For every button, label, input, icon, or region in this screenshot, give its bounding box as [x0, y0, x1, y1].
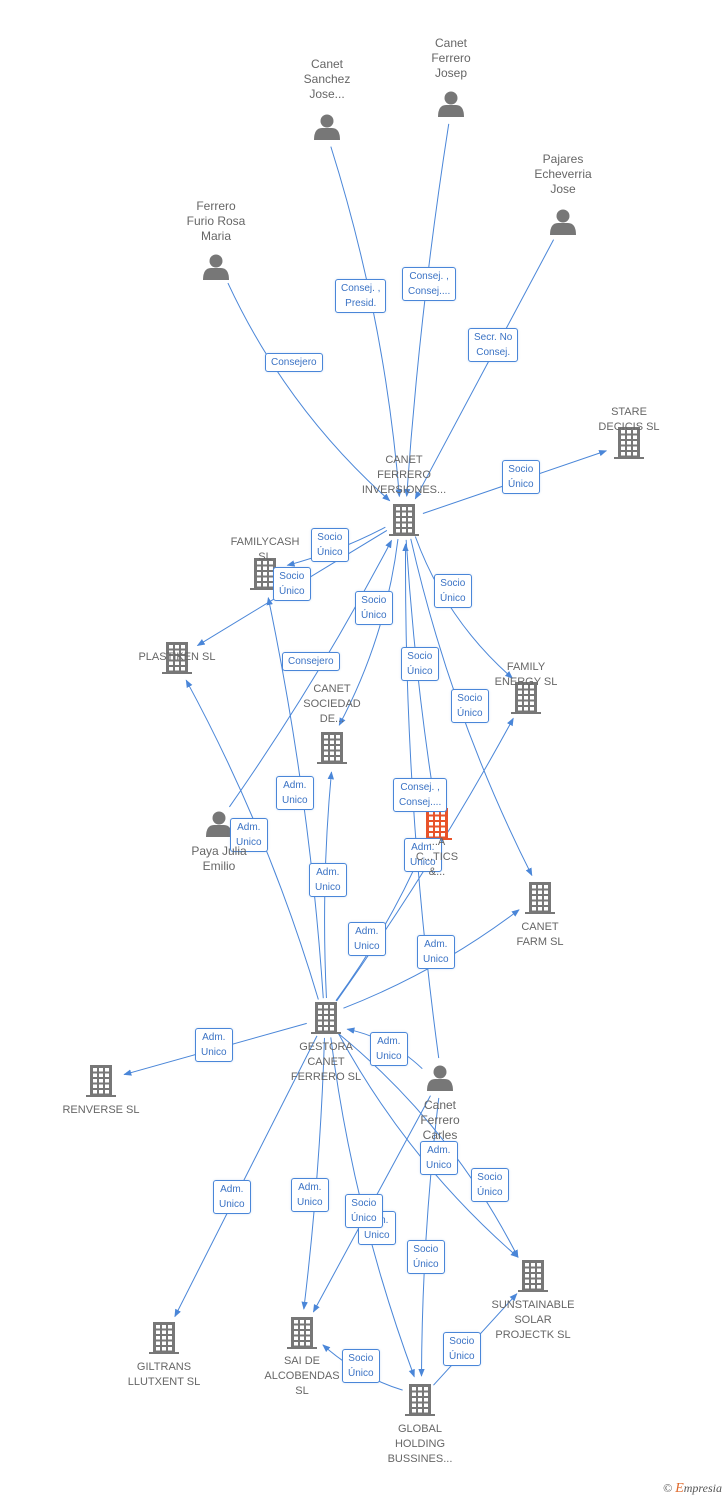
- edge-label[interactable]: Adm. Unico: [230, 818, 268, 852]
- person-name-label[interactable]: Canet Sanchez Jose...: [303, 57, 351, 101]
- company-name-label[interactable]: PLASTIKEN SL: [138, 651, 216, 663]
- edge-label[interactable]: Socio Único: [443, 1332, 481, 1366]
- company-name-label[interactable]: ...A C...TICS &...: [415, 836, 459, 878]
- person-icon[interactable]: [206, 811, 232, 838]
- edge-canet_sanchez-to-canet_ferrero_inv: [330, 146, 402, 498]
- building-icon[interactable]: [250, 558, 280, 590]
- edge-label[interactable]: Adm. Unico: [291, 1178, 329, 1212]
- edge-label[interactable]: Adm. Unico: [404, 838, 442, 872]
- person-name-label[interactable]: Ferrero Furio Rosa Maria: [186, 199, 246, 243]
- edge-label[interactable]: Consej. , Presid.: [335, 279, 387, 313]
- edge-pajares-to-canet_ferrero_inv: [414, 239, 555, 500]
- building-icon[interactable]: [86, 1065, 116, 1097]
- edge-label[interactable]: Adm. Unico: [213, 1180, 251, 1214]
- company-name-label[interactable]: CANET FARM SL: [516, 921, 564, 948]
- edge-canet_ferrero_inv-to-family_energy: [414, 536, 514, 679]
- edge-label[interactable]: Adm. Unico: [420, 1141, 458, 1175]
- company-name-label[interactable]: SAI DE ALCOBENDAS SL: [264, 1355, 340, 1397]
- company-name-label[interactable]: GESTORA CANET FERRERO SL: [290, 1041, 362, 1083]
- edge-label[interactable]: Socio Único: [471, 1168, 509, 1202]
- building-icon[interactable]: [317, 732, 347, 764]
- edge-label[interactable]: Socio Único: [345, 1194, 383, 1228]
- edge-gestora-to-sai_alcobendas: [301, 1037, 325, 1310]
- person-name-label[interactable]: Pajares Echeverria Jose: [534, 152, 592, 196]
- edge-label[interactable]: Adm. Unico: [276, 776, 314, 810]
- company-name-label[interactable]: FAMILYCASH SL: [230, 536, 300, 563]
- company-name-label[interactable]: STARE DECICIS SL: [598, 406, 660, 433]
- company-name-label[interactable]: FAMILY ENERGY SL: [494, 661, 558, 688]
- edge-label[interactable]: Consejero: [282, 652, 340, 671]
- edge-label[interactable]: Socio Único: [273, 567, 311, 601]
- edge-label[interactable]: Adm. Unico: [195, 1028, 233, 1062]
- person-icon[interactable]: [203, 254, 229, 281]
- edge-label[interactable]: Socio Único: [434, 574, 472, 608]
- person-name-label[interactable]: Canet Ferrero Carles: [420, 1098, 460, 1142]
- company-name-label[interactable]: CANET SOCIEDAD DE...: [303, 683, 361, 725]
- building-icon[interactable]: [518, 1260, 548, 1292]
- edge-label[interactable]: Secr. No Consej.: [468, 328, 519, 362]
- edge-label[interactable]: Socio Único: [407, 1240, 445, 1274]
- company-name-label[interactable]: GILTRANS LLUTXENT SL: [127, 1361, 201, 1388]
- person-icon[interactable]: [550, 209, 576, 236]
- edge-gestora-to-sunstainable: [338, 1033, 519, 1258]
- brand-watermark[interactable]: © Empresia: [663, 1481, 722, 1497]
- edge-canet_ferrero_inv-to-canet_sociedad: [338, 539, 399, 726]
- edge-gestora-to-sunstainable: [338, 1033, 519, 1258]
- nodes-layer: [86, 91, 644, 1416]
- building-icon[interactable]: [287, 1317, 317, 1349]
- building-icon[interactable]: [511, 682, 541, 714]
- company-name-label[interactable]: CANET FERRERO INVERSIONES...: [361, 454, 447, 496]
- brand-logo-letter: E: [675, 1481, 684, 1496]
- edge-label[interactable]: Consej. , Consej....: [402, 267, 457, 301]
- edge-label[interactable]: Socio Único: [355, 591, 393, 625]
- building-icon[interactable]: [525, 882, 555, 914]
- building-icon[interactable]: [162, 642, 192, 674]
- brand-name: mpresia: [683, 1481, 722, 1495]
- edge-label[interactable]: Adm. Unico: [348, 922, 386, 956]
- edge-label[interactable]: Consejero: [265, 353, 323, 372]
- building-icon[interactable]: [614, 427, 644, 459]
- edge-canet_ferrero_josep-to-canet_ferrero_inv: [404, 123, 450, 497]
- company-name-label[interactable]: SUNSTAINABLE SOLAR PROJECTK SL: [491, 1299, 575, 1341]
- edge-gestora-to-giltrans: [174, 1035, 318, 1318]
- edge-canet_ferrero_carles-to-global_holding: [418, 1097, 440, 1377]
- edge-label[interactable]: Socio Único: [502, 460, 540, 494]
- building-icon[interactable]: [311, 1002, 341, 1034]
- person-icon[interactable]: [438, 91, 464, 118]
- edge-label[interactable]: Socio Único: [311, 528, 349, 562]
- edge-label[interactable]: Adm. Unico: [417, 935, 455, 969]
- edge-label[interactable]: Socio Único: [401, 647, 439, 681]
- company-name-label[interactable]: RENVERSE SL: [62, 1104, 140, 1116]
- company-name-label[interactable]: GLOBAL HOLDING BUSSINES...: [387, 1423, 453, 1465]
- edge-label[interactable]: Socio Único: [342, 1349, 380, 1383]
- edge-ferrero_furio-to-canet_ferrero_inv: [227, 282, 391, 502]
- edge-label[interactable]: Adm. Unico: [370, 1032, 408, 1066]
- person-icon[interactable]: [427, 1065, 453, 1092]
- edge-paya_julia-to-canet_ferrero_inv: [228, 539, 392, 808]
- edge-label[interactable]: Socio Único: [451, 689, 489, 723]
- building-icon[interactable]: [149, 1322, 179, 1354]
- building-icon[interactable]: [389, 504, 419, 536]
- person-icon[interactable]: [314, 114, 340, 141]
- person-name-label[interactable]: Canet Ferrero Josep: [431, 36, 471, 80]
- person-name-label[interactable]: Paya Julia Emilio: [191, 844, 247, 873]
- edge-label[interactable]: Adm. Unico: [309, 863, 347, 897]
- building-icon[interactable]: [405, 1384, 435, 1416]
- edge-label[interactable]: Consej. , Consej....: [393, 778, 448, 812]
- copyright-symbol: ©: [663, 1481, 673, 1495]
